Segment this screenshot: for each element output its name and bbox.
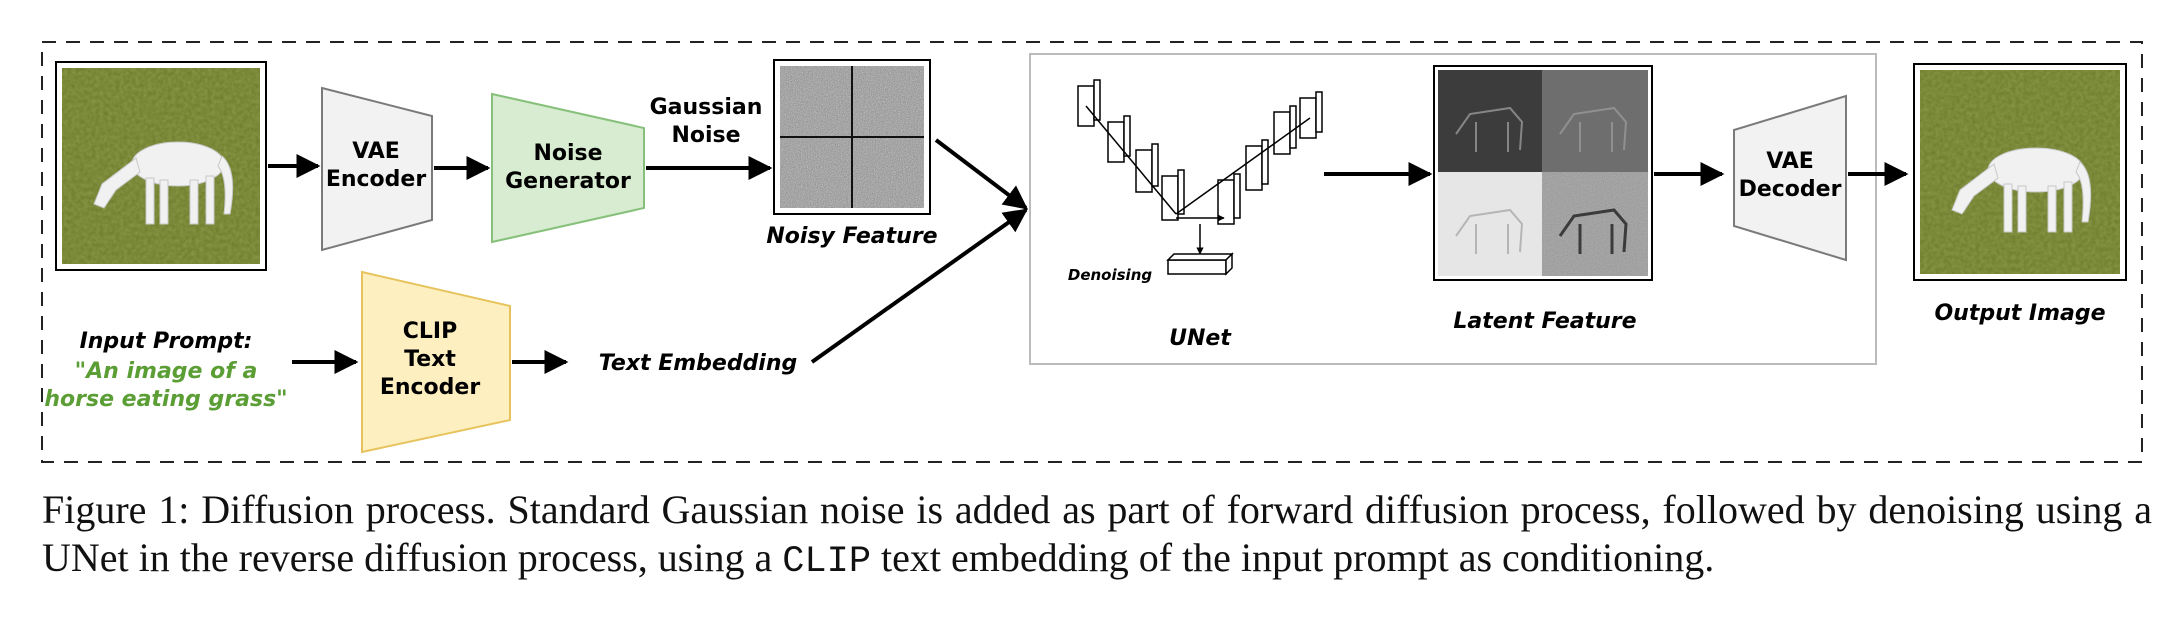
noise-generator-block: Noise Generator: [491, 92, 645, 244]
output-image-label: Output Image: [1934, 301, 2105, 326]
horse-icon: [1951, 147, 2092, 233]
input-image: [55, 61, 267, 271]
input-prompt-label: Input Prompt:: [80, 329, 253, 354]
unet-icon: [1077, 79, 1323, 276]
vae-encoder-block: VAE Encoder: [321, 86, 433, 252]
noise-generator-line1: Noise: [533, 141, 602, 166]
output-image: [1913, 63, 2127, 281]
figure-caption: Figure 1: Diffusion process. Standard Ga…: [42, 486, 2152, 586]
gaussian-noise-line2: Noise: [671, 123, 740, 148]
caption-prefix: Figure 1: Diffusion process. Standard Ga…: [42, 487, 2152, 580]
vae-decoder-line2: Decoder: [1739, 177, 1842, 202]
denoising-label: Denoising: [1068, 266, 1152, 284]
noise-generator-line2: Generator: [505, 169, 631, 194]
diffusion-diagram: VAE Encoder Noise Generator Gaussian Noi…: [41, 41, 2143, 463]
vae-decoder-line1: VAE: [1766, 149, 1814, 174]
unet-label: UNet: [1169, 326, 1232, 351]
arrow-embedding-to-unet: [810, 208, 1028, 364]
vae-encoder-line2: Encoder: [326, 167, 427, 192]
input-prompt-line1: "An image of a: [75, 359, 258, 384]
clip-text-encoder-block: CLIP Text Encoder: [361, 270, 511, 454]
clip-encoder-line1: CLIP: [403, 319, 457, 344]
horse-icon: [93, 141, 234, 225]
outer-dashed-frame: [41, 41, 2143, 463]
latent-feature-image: [1433, 65, 1653, 281]
input-prompt-line2: horse eating grass": [44, 387, 287, 412]
text-embedding-label: Text Embedding: [599, 351, 798, 376]
vae-decoder-block: VAE Decoder: [1733, 94, 1847, 262]
arrow-noisy-to-unet: [934, 138, 1028, 210]
vae-encoder-line1: VAE: [352, 139, 400, 164]
latent-feature-label: Latent Feature: [1453, 309, 1636, 334]
clip-encoder-line3: Encoder: [380, 375, 481, 400]
noisy-feature-label: Noisy Feature: [766, 224, 937, 249]
noisy-feature-image: [773, 59, 931, 215]
caption-suffix: text embedding of the input prompt as co…: [881, 535, 1715, 580]
clip-encoder-line2: Text: [404, 347, 456, 372]
caption-code: CLIP: [782, 541, 872, 583]
gaussian-noise-line1: Gaussian: [650, 95, 763, 120]
